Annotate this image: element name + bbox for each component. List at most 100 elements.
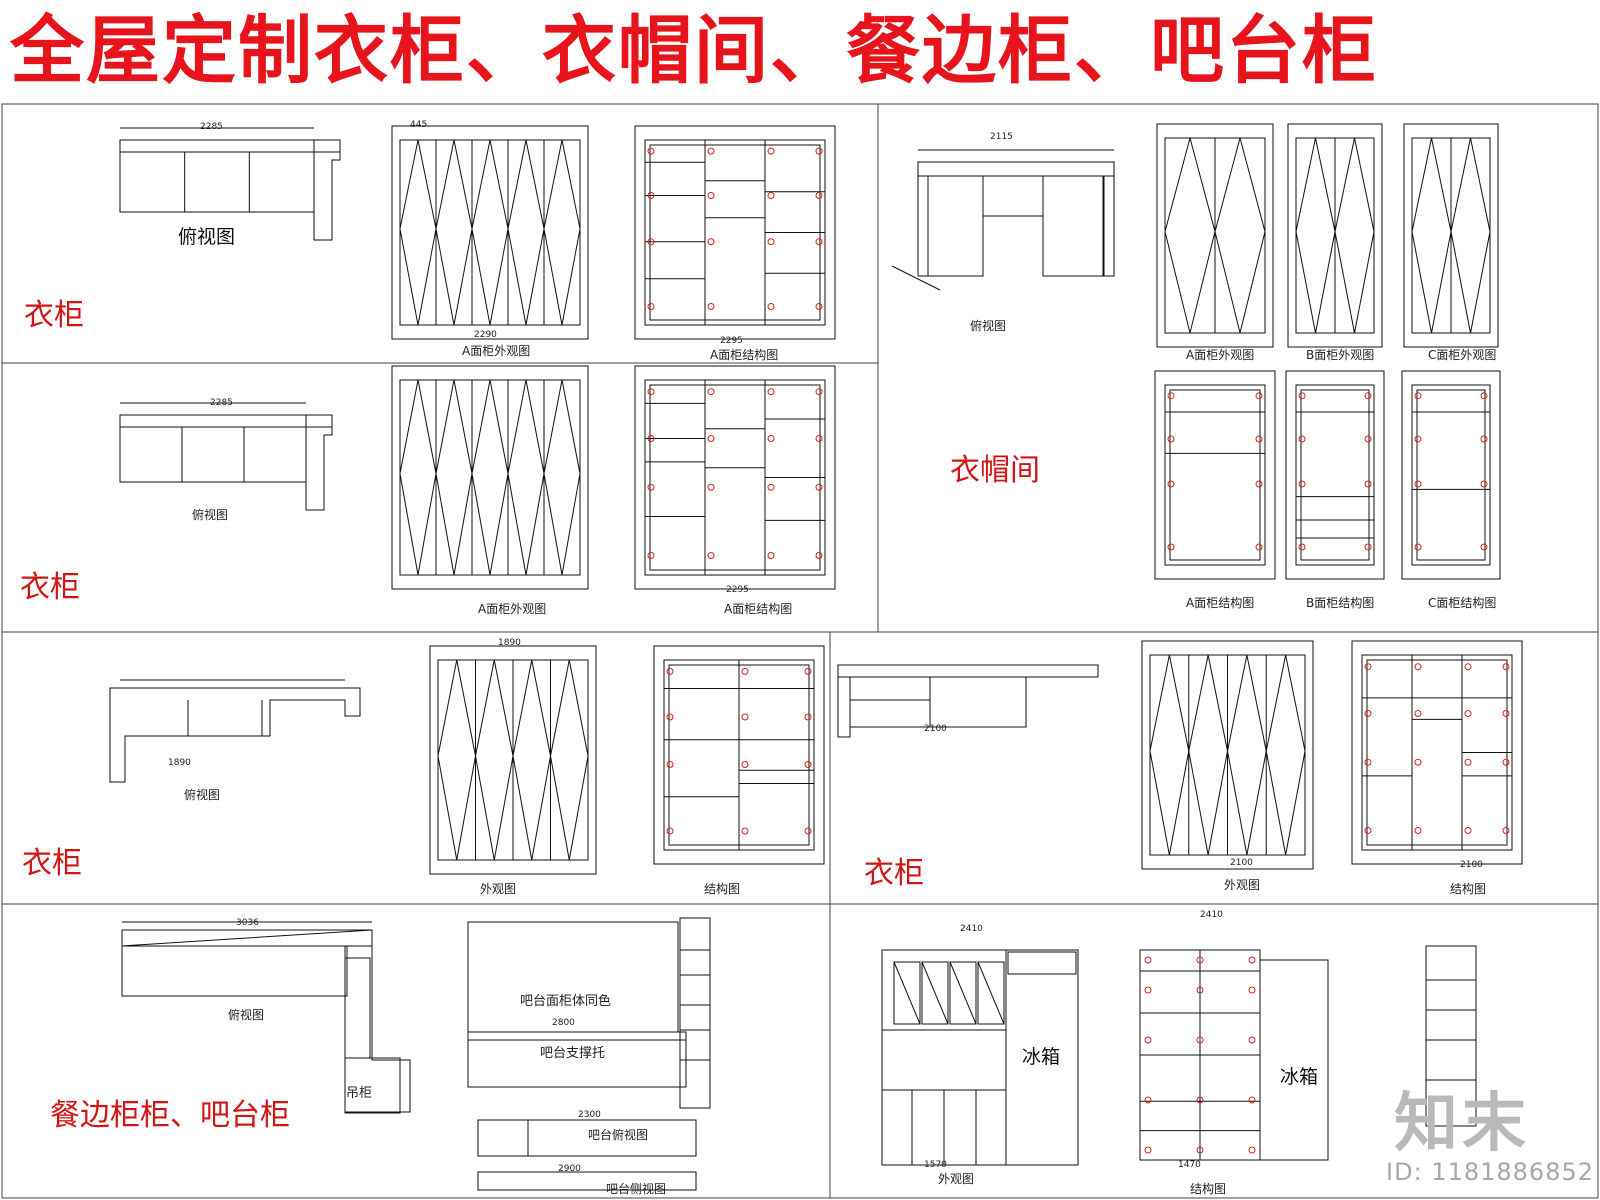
hinge-mark bbox=[1298, 392, 1306, 400]
hinge-mark bbox=[1364, 435, 1372, 443]
dim-w3-ext: 1890 bbox=[498, 638, 521, 648]
door-diagonal bbox=[507, 228, 527, 326]
hinge-mark bbox=[815, 192, 823, 199]
hinge-mark bbox=[1480, 480, 1488, 488]
hinge-mark bbox=[1364, 543, 1372, 551]
structure-caption-3: 结构图 bbox=[704, 882, 741, 896]
hinge-mark bbox=[1248, 956, 1256, 964]
sideboard-top-view-caption: 俯视图 bbox=[228, 1008, 265, 1022]
hinge-mark bbox=[767, 388, 775, 396]
dim-bar-top: 2800 bbox=[552, 1018, 575, 1028]
door-diagonal bbox=[531, 659, 551, 757]
hinge-mark bbox=[767, 238, 775, 246]
door-diagonal bbox=[417, 228, 437, 326]
door-diagonal bbox=[1285, 654, 1306, 752]
door-diagonal bbox=[507, 379, 527, 474]
hinge-mark bbox=[707, 435, 715, 442]
glass-door bbox=[893, 961, 921, 1025]
hinge-mark bbox=[707, 483, 715, 491]
door-diagonal bbox=[1246, 654, 1267, 752]
hinge-mark bbox=[1255, 392, 1263, 400]
door-diagonal bbox=[471, 228, 491, 326]
door-diagonal bbox=[1450, 231, 1471, 334]
hinge-mark bbox=[1255, 543, 1263, 551]
wall-right bbox=[1103, 175, 1115, 277]
door-diagonal bbox=[1411, 137, 1432, 232]
hinge-mark bbox=[1364, 663, 1372, 671]
door-diagonal bbox=[456, 755, 476, 861]
dimension-frame bbox=[1403, 123, 1499, 348]
cabinet-plan bbox=[121, 945, 348, 997]
hinge-mark bbox=[1414, 827, 1422, 834]
hinge-mark bbox=[804, 667, 812, 675]
cabinet-plan bbox=[849, 676, 931, 728]
cabinet-plan-c bbox=[1042, 175, 1104, 277]
door-diagonal bbox=[417, 139, 437, 229]
hinge-mark bbox=[1248, 1146, 1256, 1154]
door-diagonal bbox=[1239, 137, 1266, 232]
wall-top bbox=[917, 161, 1115, 177]
hinge-mark bbox=[1414, 480, 1422, 488]
inner-frame bbox=[1169, 389, 1261, 561]
dim-sb-str-top: 2410 bbox=[1200, 910, 1223, 920]
door-diagonal bbox=[475, 659, 495, 757]
hinge-mark bbox=[647, 388, 655, 396]
cloakroom-top-view-caption: 俯视图 bbox=[970, 319, 1007, 333]
a-exterior-caption-2: A面柜外观图 bbox=[478, 602, 547, 616]
hinge-mark bbox=[1144, 986, 1152, 994]
cloakroom-a-exterior-caption: A面柜外观图 bbox=[1186, 348, 1255, 362]
hinge-mark bbox=[647, 192, 655, 199]
door-diagonal bbox=[1334, 231, 1355, 334]
fridge-bay bbox=[1005, 949, 1079, 1166]
glass-hatch bbox=[949, 961, 977, 1025]
section-label-cloakroom: 衣帽间 bbox=[950, 453, 1040, 488]
door-diagonal bbox=[525, 379, 545, 474]
hinge-mark bbox=[1144, 1096, 1152, 1104]
door-diagonal bbox=[453, 228, 473, 326]
hinge-mark bbox=[1480, 435, 1488, 443]
dimension-frame bbox=[1141, 640, 1314, 870]
side-cabinet-profile bbox=[1425, 945, 1477, 1127]
hinge-mark bbox=[1464, 758, 1472, 766]
door-diagonal bbox=[471, 473, 491, 576]
bar-top-plan bbox=[477, 1119, 697, 1157]
hinge-mark bbox=[1502, 663, 1510, 671]
hinge-mark bbox=[707, 192, 715, 199]
cloakroom-a-structure-caption: A面柜结构图 bbox=[1186, 596, 1255, 610]
hinge-mark bbox=[1364, 758, 1372, 766]
door-diagonal bbox=[543, 379, 563, 474]
door-diagonal bbox=[512, 659, 533, 757]
cloakroom-a-structure bbox=[1164, 384, 1266, 566]
bar-top-view-caption: 吧台俯视图 bbox=[588, 1128, 649, 1142]
dimension-frame bbox=[1154, 370, 1276, 580]
hinge-mark bbox=[707, 303, 715, 310]
door-diagonal bbox=[1207, 654, 1228, 752]
bar-panel-label: 吧台面柜体同色 bbox=[520, 994, 612, 1009]
hinge-mark bbox=[1364, 480, 1372, 488]
hinge-mark bbox=[815, 388, 823, 396]
hinge-mark bbox=[767, 303, 775, 310]
bar-side-cabinet bbox=[679, 917, 711, 1109]
hinge-mark bbox=[1298, 435, 1306, 443]
hinge-mark bbox=[1414, 663, 1422, 671]
hinge-mark bbox=[1502, 758, 1510, 766]
door-diagonal bbox=[471, 139, 491, 229]
door-diagonal bbox=[1334, 137, 1355, 232]
dim-sb-ext-top: 2410 bbox=[960, 924, 983, 934]
a-structure-caption-2: A面柜结构图 bbox=[724, 602, 793, 616]
hinge-mark bbox=[1167, 392, 1175, 400]
door-diagonal bbox=[1411, 231, 1432, 334]
door-diagonal bbox=[1285, 750, 1306, 856]
door-diagonal bbox=[493, 659, 514, 757]
dimension-frame bbox=[391, 125, 589, 340]
glass-hatch bbox=[893, 961, 921, 1025]
door-diagonal bbox=[1214, 231, 1241, 334]
hinge-mark bbox=[1480, 543, 1488, 551]
door-diagonal bbox=[512, 755, 533, 861]
door-diagonal bbox=[399, 228, 419, 326]
dim-door-width: 445 bbox=[410, 120, 428, 130]
exterior-caption-4: 外观图 bbox=[1224, 878, 1261, 892]
bar-side-plan bbox=[477, 1171, 697, 1191]
hinge-mark bbox=[647, 483, 655, 491]
door-diagonal bbox=[525, 228, 545, 326]
